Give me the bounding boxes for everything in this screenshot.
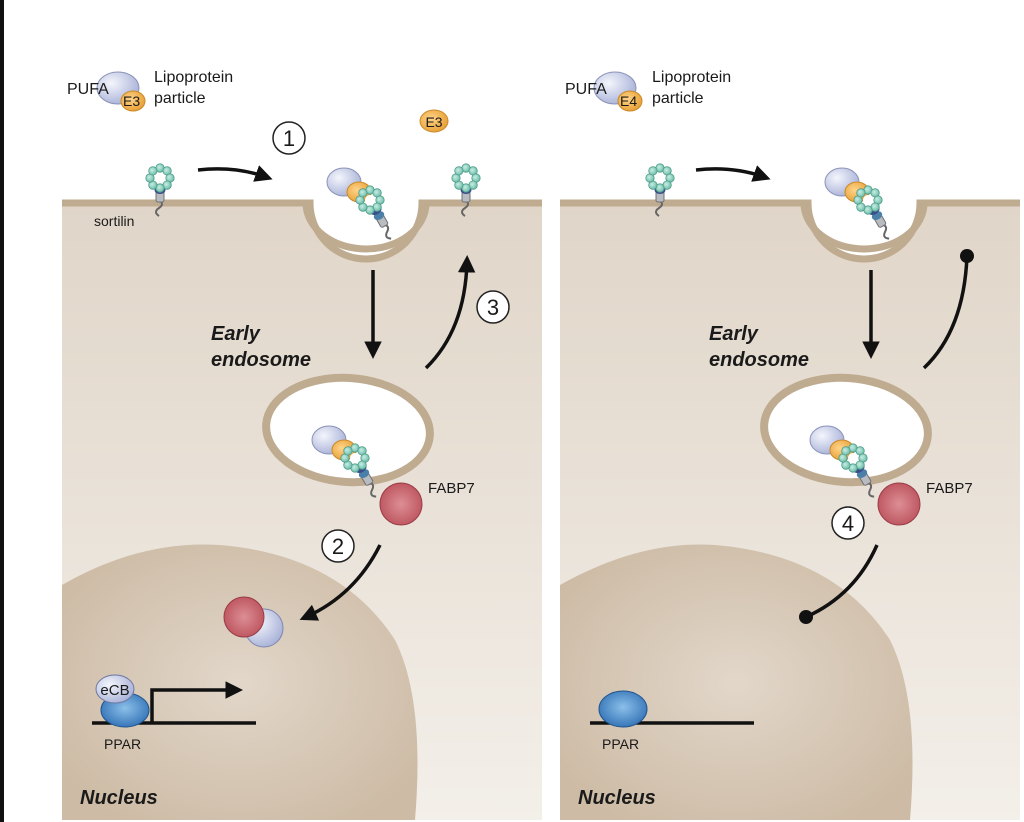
lipoprotein-sortilin-complex <box>825 168 895 241</box>
transcription-arrow <box>150 681 243 722</box>
step-4-badge: 4 <box>831 506 865 540</box>
particle-label: particle <box>154 90 206 107</box>
step-1-badge: 1 <box>272 121 306 155</box>
svg-text:E3: E3 <box>425 114 442 130</box>
blocked-recycling <box>922 249 974 370</box>
step-3-badge: 3 <box>476 290 510 324</box>
early-endosome <box>262 373 434 487</box>
fabp7 <box>877 482 921 526</box>
lipoprotein-sortilin-complex <box>327 168 397 241</box>
nucleus <box>560 544 913 820</box>
left-border <box>0 0 4 822</box>
pit-membrane <box>800 202 928 253</box>
early-endosome <box>760 373 932 487</box>
pufa-label: PUFA <box>67 81 109 98</box>
sortilin-label: sortilin <box>94 213 134 229</box>
endosome-label-line1: Early <box>211 323 261 345</box>
fabp7-label: FABP7 <box>926 480 973 497</box>
endosome-label-line1: Early <box>709 323 759 345</box>
ppar <box>598 690 648 728</box>
step-2-badge: 2 <box>321 529 355 563</box>
nucleus-label: Nucleus <box>80 787 158 809</box>
lipoprotein-label: Lipoprotein <box>154 69 233 86</box>
svg-text:1: 1 <box>283 126 295 151</box>
svg-text:2: 2 <box>332 534 344 559</box>
fabp7 <box>379 482 423 526</box>
blocked-nuclear-transport <box>799 544 879 624</box>
svg-text:4: 4 <box>842 511 854 536</box>
fabp7-ligand-complex <box>223 596 284 648</box>
recycling-arrow <box>424 255 476 370</box>
endosome-label-line2: endosome <box>709 349 809 371</box>
svg-text:eCB: eCB <box>100 682 129 699</box>
pit-membrane <box>302 202 430 253</box>
apoe-label: E3 <box>123 93 140 109</box>
panel-apoe3: PUFA E3 Lipoprotein particle sortilin 1 … <box>62 69 542 820</box>
endosome-label-line2: endosome <box>211 349 311 371</box>
svg-text:3: 3 <box>487 295 499 320</box>
released-apoe3: E3 <box>419 109 449 133</box>
ppar-label: PPAR <box>602 736 639 752</box>
panel-apoe4: PUFA E4 Lipoprotein particle Early endos… <box>560 69 1020 820</box>
pufa-label: PUFA <box>565 81 607 98</box>
apoe-label: E4 <box>620 93 637 109</box>
nucleus-label: Nucleus <box>578 787 656 809</box>
legend-lipoprotein-e4: PUFA E4 Lipoprotein particle <box>565 69 731 112</box>
ecb-ligand: eCB <box>95 674 135 704</box>
nuclear-transport-arrow <box>299 544 382 621</box>
ppar-label: PPAR <box>104 736 141 752</box>
binding-arrow <box>197 165 273 182</box>
particle-label: particle <box>652 90 704 107</box>
lipoprotein-label: Lipoprotein <box>652 69 731 86</box>
fabp7-label: FABP7 <box>428 480 475 497</box>
binding-arrow <box>695 165 771 182</box>
legend-lipoprotein-e3: PUFA E3 Lipoprotein particle <box>67 69 233 112</box>
